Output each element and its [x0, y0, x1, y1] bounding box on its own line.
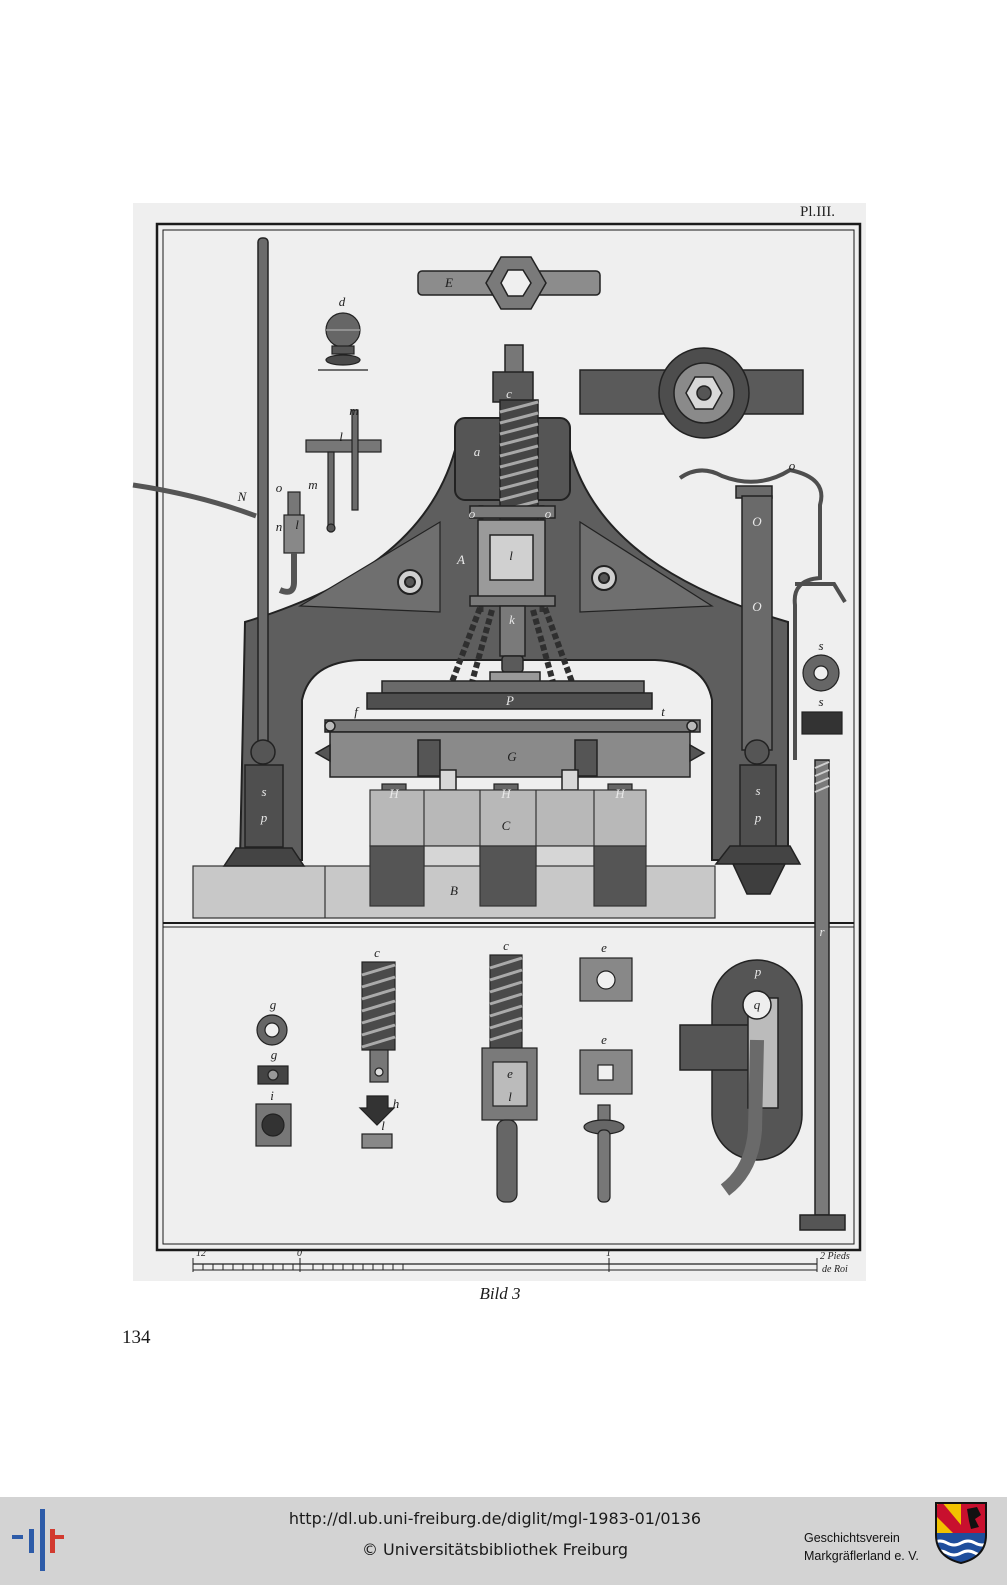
plate-label: g	[271, 1047, 278, 1062]
plate-label: s	[818, 638, 823, 653]
plate-label: C	[502, 818, 511, 833]
hub-bar-part	[579, 347, 804, 439]
plate-label: O	[752, 514, 762, 529]
plate-label: l	[381, 1118, 385, 1133]
plate-label: i	[270, 1088, 274, 1103]
chains	[449, 606, 575, 684]
screw-c-left	[358, 961, 396, 1149]
scale-unit-label: 2 Pieds	[820, 1251, 850, 1262]
plate-label: B	[450, 883, 458, 898]
plate-label: o	[789, 458, 796, 473]
platen-p	[366, 671, 653, 710]
plate-label: o	[276, 480, 283, 495]
plate-label: a	[474, 444, 481, 459]
figure-caption: Bild 3	[479, 1284, 521, 1303]
left-rod-n	[132, 237, 306, 867]
screw-c-center	[481, 954, 538, 1203]
plate-label: o	[545, 506, 552, 521]
blocks-c	[369, 789, 647, 869]
plate-label: G	[507, 749, 517, 764]
plate-label: p	[754, 964, 762, 979]
plate-label: s	[261, 784, 266, 799]
main-screw	[492, 344, 539, 521]
scale-tick-label: 12	[196, 1248, 206, 1259]
plate-label: l	[339, 429, 343, 444]
plate-label: q	[754, 997, 761, 1012]
plate-label: m	[349, 403, 358, 418]
plate-label: H	[388, 786, 399, 801]
plate-label: h	[393, 1096, 400, 1111]
page-number: 134	[122, 1327, 151, 1348]
lever-mechanism-pq	[679, 959, 803, 1196]
engraving-plate: Pl.III.	[132, 203, 866, 1281]
rod-hook	[795, 582, 847, 604]
plate-label: c	[503, 938, 509, 953]
plate-number: Pl.III.	[800, 204, 835, 220]
plate-label: l	[508, 1089, 512, 1104]
digital-library-link[interactable]: http://dl.ub.uni-freiburg.de/diglit/mgl-…	[288, 1509, 702, 1528]
plate-label: l	[509, 548, 513, 563]
plate-label: c	[374, 945, 380, 960]
scale-tick-label: 0	[297, 1248, 302, 1259]
plate-label: E	[444, 275, 453, 290]
plate-frame	[155, 222, 862, 1252]
plate-label: o	[469, 506, 476, 521]
society-name-line1: Geschichtsverein	[804, 1531, 900, 1545]
plate-label: e	[601, 940, 607, 955]
plate-label: l	[295, 517, 299, 532]
coat-of-arms-icon	[935, 1502, 987, 1565]
plate-label: e	[601, 1032, 607, 1047]
society-name: Geschichtsverein Markgräflerland e. V.	[804, 1529, 932, 1565]
society-name-line2: Markgräflerland e. V.	[804, 1549, 919, 1563]
beam-g	[314, 719, 706, 791]
plate-label: m	[308, 477, 317, 492]
plate-label: O	[752, 599, 762, 614]
plate-label: p	[260, 810, 268, 825]
plate-label: N	[237, 489, 248, 504]
washers-s	[801, 654, 843, 735]
plate-label: g	[270, 997, 277, 1012]
plates-e	[579, 957, 633, 1203]
copyright-notice: © Universitätsbibliothek Freiburg	[361, 1540, 629, 1559]
long-rod-r	[799, 759, 846, 1231]
plate-label: P	[505, 693, 514, 708]
small-parts-mlno	[278, 409, 382, 595]
wrench-part-e	[417, 256, 601, 310]
plate-label: d	[339, 294, 346, 309]
plate-label: r	[819, 924, 825, 939]
footer-bar: http://dl.ub.uni-freiburg.de/diglit/mgl-…	[0, 1497, 1007, 1585]
plate-label: H	[500, 786, 511, 801]
plate-label: c	[506, 386, 512, 401]
plate-label: e	[507, 1066, 513, 1081]
scale-tick-label: 1	[606, 1248, 611, 1259]
plate-label: p	[754, 810, 762, 825]
plate-label: A	[456, 552, 465, 567]
plate-label: s	[755, 783, 760, 798]
plate-label: t	[661, 704, 665, 719]
plate-label: f	[354, 704, 360, 719]
plate-label: n	[276, 519, 283, 534]
scale-unit-label: de Roi	[822, 1264, 848, 1275]
base-b	[192, 845, 716, 919]
parts-g-i	[255, 1014, 292, 1147]
right-column-o	[714, 485, 802, 895]
screw-box-l	[469, 505, 556, 673]
plate-label: k	[509, 612, 515, 627]
library-logo-icon	[12, 1509, 64, 1571]
scale-bar	[192, 1258, 818, 1272]
plate-label: H	[614, 786, 625, 801]
plate-label: s	[818, 694, 823, 709]
knob-part-d	[318, 312, 368, 371]
